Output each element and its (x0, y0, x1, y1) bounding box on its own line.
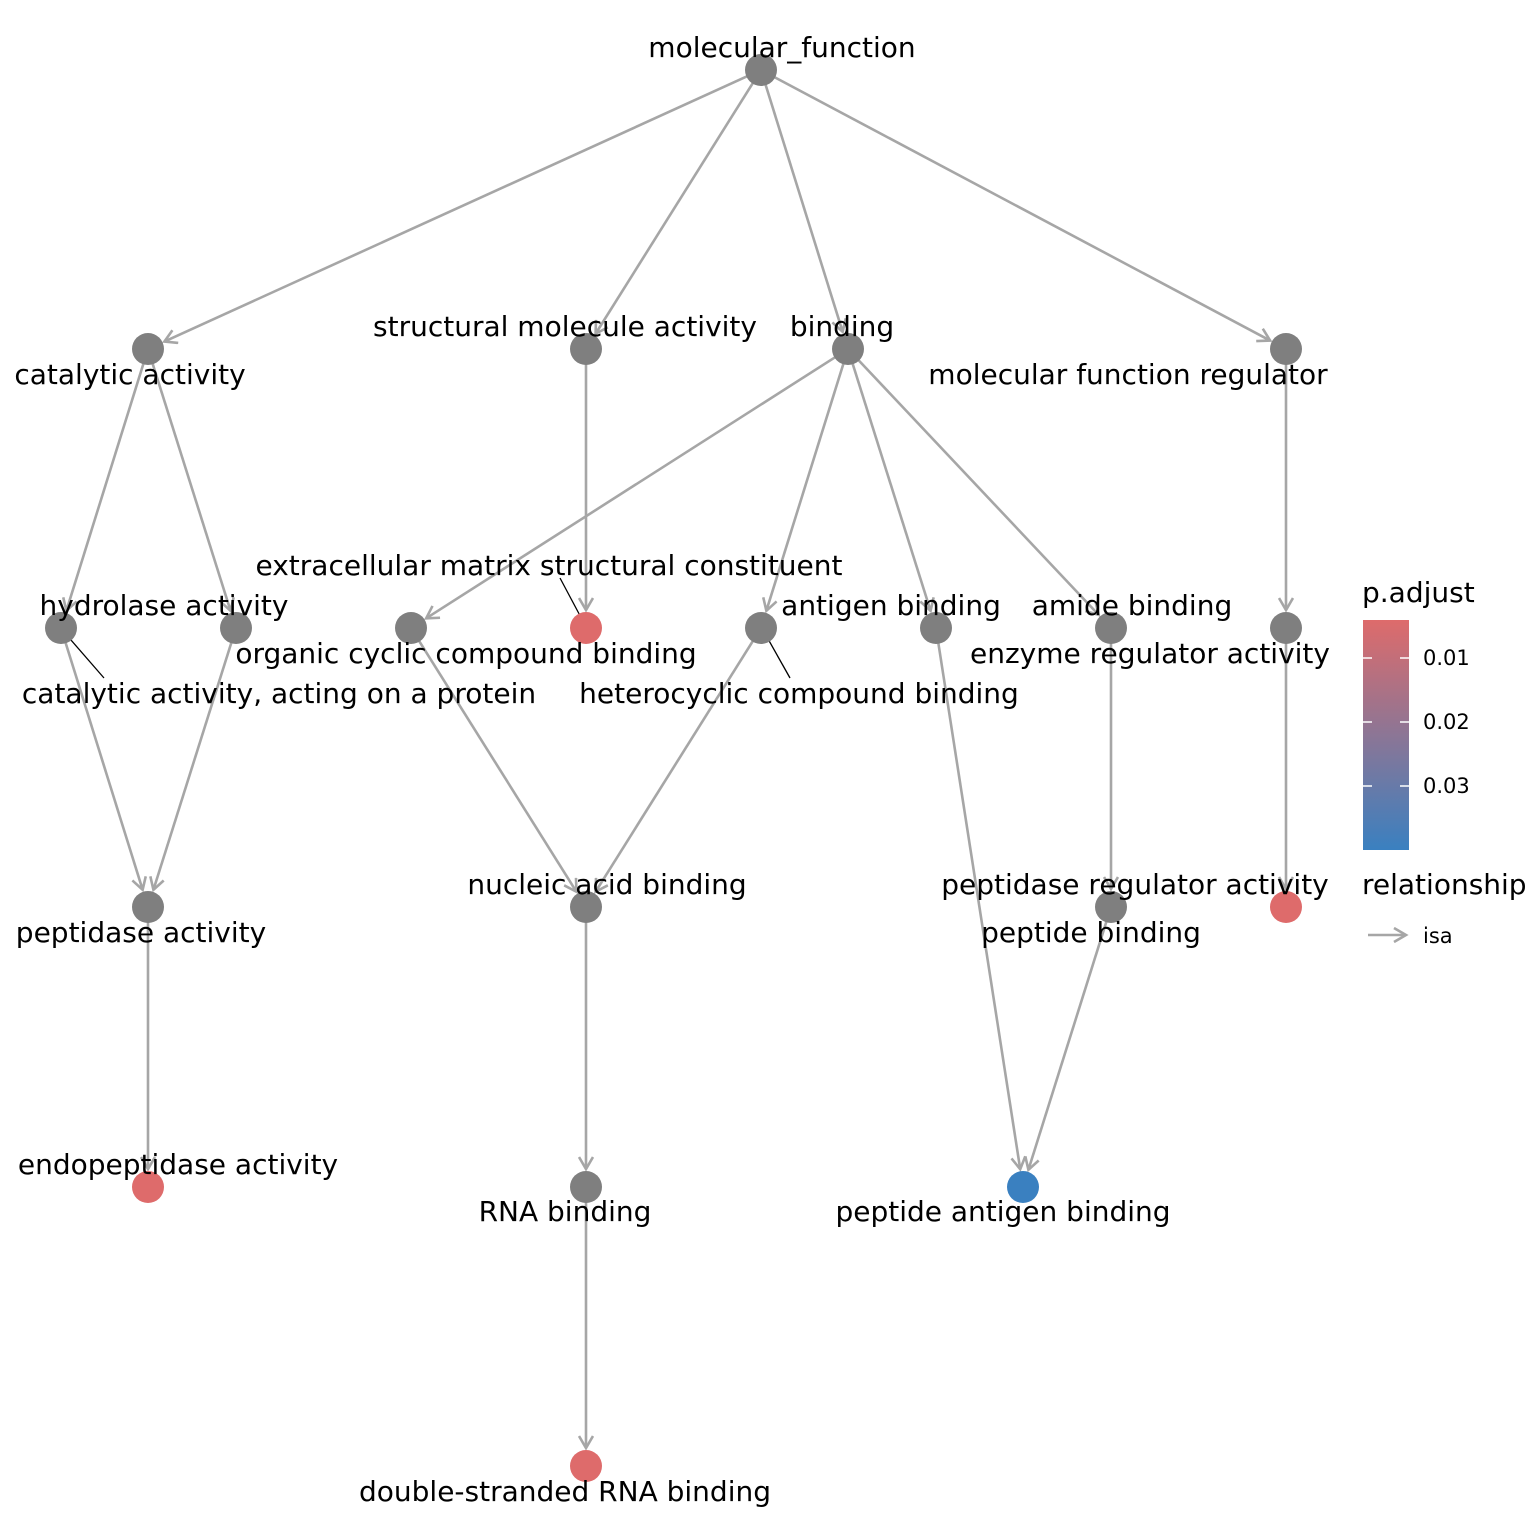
legend-tick-label: 0.03 (1423, 774, 1470, 798)
node-enzreg (1270, 612, 1302, 644)
legend: p.adjust 0.01 0.02 0.03 relationship isa (1362, 576, 1527, 948)
edge-mf-to-bind (762, 78, 843, 332)
node-label-bind: binding (790, 310, 894, 343)
node-mfr (1270, 333, 1302, 365)
edge-bind-to-amide (853, 355, 1099, 615)
node-label-mfr: molecular function regulator (928, 358, 1328, 391)
edge-cat-to-hydro (66, 357, 147, 611)
legend-relationship-item: isa (1423, 924, 1453, 948)
node-label-endo: endopeptidase activity (18, 1148, 338, 1181)
edge-bind-to-hetcyc (766, 357, 847, 611)
legend-color-bar (1363, 620, 1409, 850)
node-label-peptidase: peptidase activity (16, 916, 266, 949)
node-label-orgcyc: organic cyclic compound binding (235, 637, 696, 670)
node-label-rna: RNA binding (479, 1195, 652, 1228)
node-bind (832, 333, 864, 365)
node-label-peptide: peptide binding (981, 916, 1201, 949)
edge-bind-to-orgcyc (426, 353, 841, 618)
node-hetcyc (745, 612, 777, 644)
edge-bind-to-antigen (849, 357, 931, 611)
node-pepreg (1270, 891, 1302, 923)
node-label-pepantigen: peptide antigen binding (835, 1195, 1170, 1228)
edge-cat-to-catprot (149, 357, 231, 611)
node-hydro (45, 612, 77, 644)
edge-mf-to-struct (596, 77, 758, 334)
legend-padjust-title: p.adjust (1362, 576, 1475, 609)
node-label-enzreg: enzyme regulator activity (970, 637, 1330, 670)
node-mf (745, 54, 777, 86)
legend-color-bar-ticks (1363, 657, 1409, 787)
node-struct (570, 333, 602, 365)
edge-hetcyc-to-nucleic (596, 635, 758, 892)
node-antigen (920, 612, 952, 644)
node-label-pepreg: peptidase regulator activity (941, 868, 1329, 901)
node-amide (1095, 612, 1127, 644)
node-label-antigen: antigen binding (781, 589, 1001, 622)
node-nucleic (570, 891, 602, 923)
node-label-amide: amide binding (1032, 589, 1232, 622)
labels-layer: molecular_function catalytic activity stru… (14, 31, 1330, 1508)
node-rna (570, 1171, 602, 1203)
node-orgcyc (395, 612, 427, 644)
edge-catprot-to-peptidase (153, 636, 235, 890)
node-label-dsrna: double-stranded RNA binding (359, 1475, 771, 1508)
node-label-hetcyc: heterocyclic compound binding (579, 677, 1019, 710)
legend-tick-label: 0.02 (1423, 710, 1470, 734)
legend-tick-label: 0.01 (1423, 646, 1470, 670)
edge-hydro-to-peptidase (62, 636, 143, 890)
node-label-hydro: hydrolase activity (40, 589, 289, 622)
node-cat (132, 333, 164, 365)
node-label-nucleic: nucleic acid binding (467, 868, 746, 901)
node-peptide (1095, 891, 1127, 923)
node-endo (132, 1171, 164, 1203)
edge-peptide-to-pepantigen (1028, 915, 1110, 1170)
node-peptidase (132, 891, 164, 923)
edge-mf-to-cat (164, 72, 753, 342)
node-catprot (220, 612, 252, 644)
node-label-ecm: extracellular matrix structural constitu… (256, 549, 843, 582)
legend-relationship-title: relationship (1362, 868, 1527, 901)
edges-layer (62, 72, 1286, 1448)
nodes-layer (45, 54, 1302, 1482)
edge-orgcyc-to-nucleic (414, 635, 576, 892)
node-ecm (570, 612, 602, 644)
node-pepantigen (1007, 1171, 1039, 1203)
node-label-struct: structural molecule activity (373, 310, 757, 343)
edge-mf-to-mfr (768, 73, 1270, 341)
node-label-catprot: catalytic activity, acting on a protein (22, 677, 536, 710)
edge-antigen-to-pepantigen (936, 637, 1020, 1169)
node-dsrna (570, 1450, 602, 1482)
node-label-mf: molecular_function (648, 31, 915, 64)
node-label-cat: catalytic activity (14, 358, 245, 391)
